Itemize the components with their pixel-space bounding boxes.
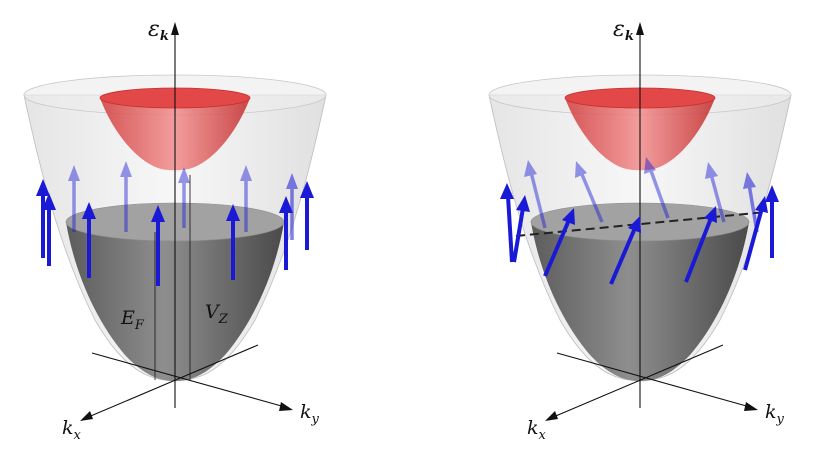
ky-axis-arrowhead: [279, 402, 293, 411]
spin-arrow: [42, 193, 56, 266]
spin-arrow: [82, 202, 96, 278]
spin-arrow: [543, 208, 575, 277]
spin-arrow: [705, 162, 726, 223]
kx-axis-label: kx: [62, 417, 82, 443]
ky-axis: [556, 352, 751, 408]
spin-arrow: [120, 161, 132, 232]
energy-axis-label: εk: [148, 17, 169, 44]
spin-arrow: [512, 195, 530, 263]
kx-axis-arrowhead: [80, 411, 93, 421]
spin-arrow: [178, 167, 190, 228]
ky-axis-label: ky: [300, 401, 320, 427]
energy-axis-label: εk: [613, 17, 634, 44]
spin-arrow: [500, 183, 514, 263]
spin-arrow: [575, 161, 604, 223]
energy-axis-arrowhead: [636, 22, 644, 35]
spin-arrow: [644, 157, 670, 219]
ky-axis: [91, 352, 286, 408]
spin-arrow: [743, 196, 768, 271]
kx-axis: [550, 344, 724, 419]
spin-arrow: [684, 206, 717, 283]
kx-axis: [85, 344, 259, 419]
spin-arrow: [151, 205, 165, 286]
energy-axis-arrowhead: [171, 22, 179, 35]
kx-axis-arrowhead: [545, 411, 558, 421]
spin-arrows-left: [36, 161, 314, 286]
spin-arrow: [279, 196, 293, 270]
spin-arrow: [765, 185, 779, 258]
fermi-energy-label: EF: [120, 307, 145, 333]
spin-arrow: [240, 165, 252, 232]
ky-axis-arrowhead: [744, 402, 758, 411]
spin-arrows-right: [500, 157, 779, 285]
spin-arrow: [226, 204, 240, 280]
panel-right: εk kx ky: [488, 17, 792, 443]
ky-axis-label: ky: [765, 401, 785, 427]
spin-arrow: [36, 179, 50, 258]
kx-axis-label: kx: [527, 417, 547, 443]
panel-left: εk kx ky EF VZ: [23, 17, 327, 443]
spin-arrow: [300, 181, 314, 250]
spin-arrow: [609, 216, 641, 285]
spin-arrow: [68, 165, 80, 232]
spin-arrow: [524, 160, 547, 229]
zeeman-energy-label: VZ: [205, 301, 229, 327]
